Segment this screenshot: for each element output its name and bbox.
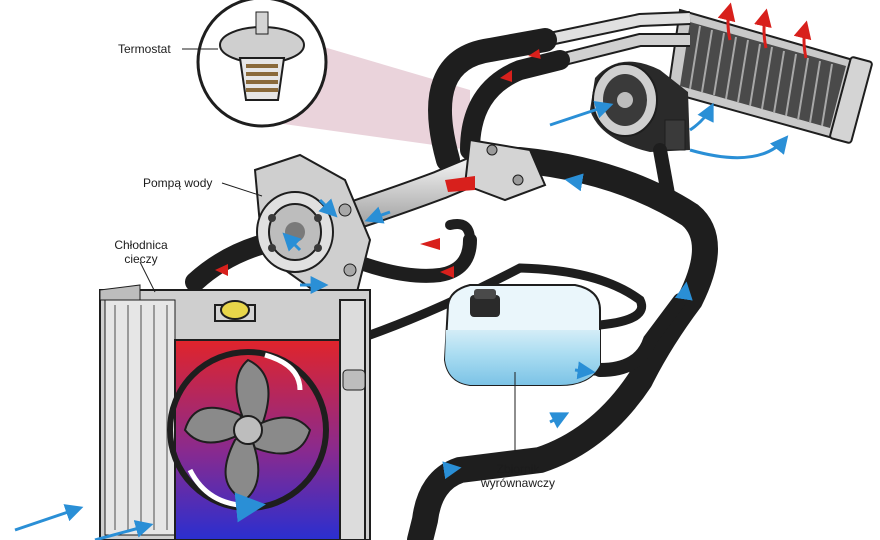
radiator-label-line2: cieczy [124,252,158,266]
expansion-tank-label: Zbiornik wyrównawczy [468,462,568,490]
water-pump-icon [253,153,372,302]
fan-icon [167,349,329,523]
expansion-tank-label-line1: Zbiornik [496,462,540,476]
flow-markers-red [215,49,541,278]
flow-markers-blue [282,173,693,480]
radiator-label-line1: Chłodnica [114,238,168,252]
heat-output-arrows [717,2,812,59]
water-pump-label: Pompą wody [143,176,213,190]
airflow-arrows-intake [14,504,154,540]
expansion-tank-label-line2: wyrównawczy [480,476,555,490]
heater-core-icon [666,8,873,144]
heater-pipes [543,11,691,67]
expansion-tank-icon [443,284,601,386]
airflow-arrows-blower [549,101,789,160]
radiator-cap-icon [214,300,256,322]
thermostat-icon [196,0,328,128]
radiator-label: Chłodnica cieczy [104,238,178,266]
thermostat-label: Termostat [118,42,171,56]
leader-lines [139,48,516,460]
